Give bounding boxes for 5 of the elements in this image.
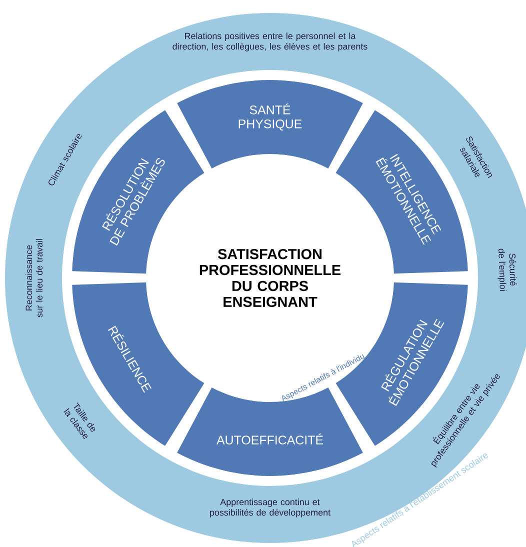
ring-label: Relations positives entre le personnel et la direction, les collègues, les élèves et les parents: [172, 32, 368, 52]
ring-label: Reconnaissance sur le lieu de travail: [25, 239, 43, 318]
ring-label: Sécurité de l'emploi: [498, 248, 517, 291]
segment-band: SANTÉ PHYSIQUE: [177, 80, 363, 168]
ring-label: Apprentissage continu et possibilités de développement: [210, 498, 330, 518]
